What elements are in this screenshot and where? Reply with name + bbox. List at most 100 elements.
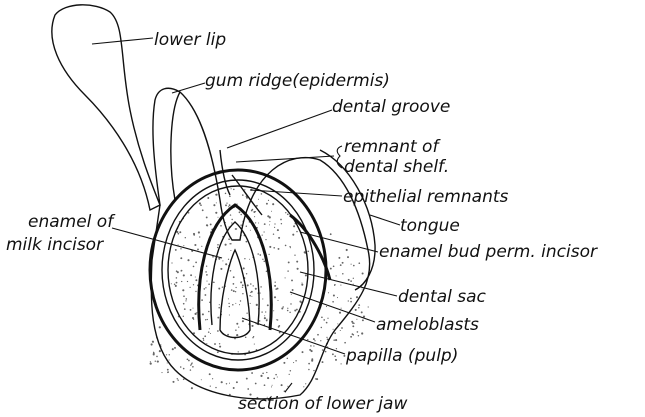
- stipple-dot: [198, 231, 200, 233]
- stipple-dot: [275, 282, 276, 283]
- stipple-dot: [246, 313, 247, 314]
- leader-dental-groove: [227, 110, 332, 148]
- stipple-dot: [218, 288, 219, 289]
- stipple-dot: [296, 261, 298, 263]
- stipple-dot: [179, 231, 181, 233]
- stipple-dot: [303, 386, 304, 387]
- stipple-dot: [159, 350, 161, 352]
- stipple-dot: [178, 244, 179, 245]
- stipple-dot: [195, 279, 197, 281]
- stipple-dot: [353, 265, 355, 267]
- stipple-dot: [225, 244, 227, 246]
- label-tongue: tongue: [400, 216, 460, 236]
- stipple-dot: [358, 262, 360, 264]
- stipple-dot: [325, 351, 327, 353]
- stipple-dot: [235, 291, 236, 292]
- stipple-dot: [210, 223, 212, 225]
- stipple-dot: [233, 290, 235, 292]
- stipple-dot: [190, 274, 192, 276]
- stipple-dot: [326, 322, 327, 323]
- stipple-dot: [242, 287, 243, 288]
- stipple-dot: [292, 289, 294, 291]
- stipple-dot: [277, 229, 279, 231]
- stipple-dot: [350, 336, 352, 338]
- stipple-dot: [313, 370, 314, 371]
- stipple-dot: [206, 343, 207, 344]
- stipple-dot: [285, 212, 286, 213]
- stipple-dot: [291, 294, 292, 295]
- label-ameloblasts: ameloblasts: [376, 315, 479, 335]
- stipple-dot: [249, 259, 250, 260]
- stipple-dot: [225, 193, 227, 195]
- stipple-dot: [219, 346, 221, 348]
- stipple-dot: [269, 246, 271, 248]
- stipple-dot: [192, 366, 194, 368]
- stipple-dot: [206, 216, 208, 218]
- stipple-dot: [226, 383, 227, 384]
- stipple-dot: [177, 378, 178, 379]
- stipple-dot: [229, 196, 231, 198]
- stipple-dot: [190, 365, 191, 366]
- leader-enamel-milk: [112, 228, 222, 258]
- stipple-dot: [183, 295, 185, 297]
- stipple-dot: [334, 332, 336, 334]
- stipple-dot: [269, 224, 270, 225]
- label-enamel-milk-2: milk incisor: [6, 235, 104, 255]
- stipple-dot: [194, 244, 196, 246]
- stipple-dot: [287, 358, 288, 359]
- stipple-dot: [244, 258, 245, 259]
- milk-incisor-enamel: [199, 205, 271, 330]
- stipple-dot: [347, 256, 349, 258]
- leader-gum-ridge: [172, 83, 205, 93]
- stipple-dot: [187, 259, 189, 261]
- stipple-dot: [174, 347, 176, 349]
- stipple-dot: [301, 282, 302, 283]
- stipple-dot: [209, 373, 211, 375]
- stipple-dot: [251, 291, 253, 293]
- stipple-dot: [316, 378, 318, 380]
- stipple-dot: [341, 327, 343, 329]
- stipple-dot: [282, 306, 283, 307]
- stipple-dot: [217, 247, 218, 248]
- stipple-dot: [216, 194, 218, 196]
- stipple-dot: [265, 311, 266, 312]
- stipple-dot: [172, 381, 174, 383]
- stipple-dot: [251, 325, 253, 327]
- stipple-dot: [275, 288, 277, 290]
- stipple-dot: [242, 293, 243, 294]
- stipple-dot: [205, 271, 207, 273]
- stipple-dot: [236, 228, 237, 229]
- stipple-dot: [358, 307, 359, 308]
- stipple-dot: [150, 363, 152, 365]
- stipple-dot: [262, 372, 264, 374]
- stipple-dot: [219, 343, 220, 344]
- stipple-dot: [293, 362, 294, 363]
- stipple-dot: [188, 360, 190, 362]
- stipple-dot: [309, 349, 311, 351]
- stipple-dot: [334, 355, 336, 357]
- stipple-dot: [153, 353, 155, 355]
- stipple-dot: [350, 301, 352, 303]
- stipple-dot: [356, 296, 358, 298]
- stipple-dot: [336, 275, 337, 276]
- stipple-dot: [336, 348, 337, 349]
- leader-section-jaw: [285, 383, 292, 392]
- stipple-dot: [218, 258, 220, 260]
- stipple-dot: [228, 238, 230, 240]
- stipple-dot: [180, 257, 182, 259]
- stipple-dot: [294, 255, 295, 256]
- stipple-dot: [320, 340, 321, 341]
- stipple-dot: [233, 283, 235, 285]
- stipple-dot: [202, 313, 204, 315]
- stipple-dot: [182, 289, 184, 291]
- label-dental-groove: dental groove: [332, 97, 450, 117]
- stipple-dot: [273, 378, 275, 380]
- stipple-dot: [176, 231, 178, 233]
- stipple-dot: [238, 351, 239, 352]
- stipple-dot: [216, 202, 217, 203]
- stipple-dot: [239, 304, 240, 305]
- stipple-dot: [317, 334, 319, 336]
- stipple-dot: [169, 354, 170, 355]
- stipple-dot: [212, 378, 213, 379]
- stipple-dot: [330, 268, 332, 270]
